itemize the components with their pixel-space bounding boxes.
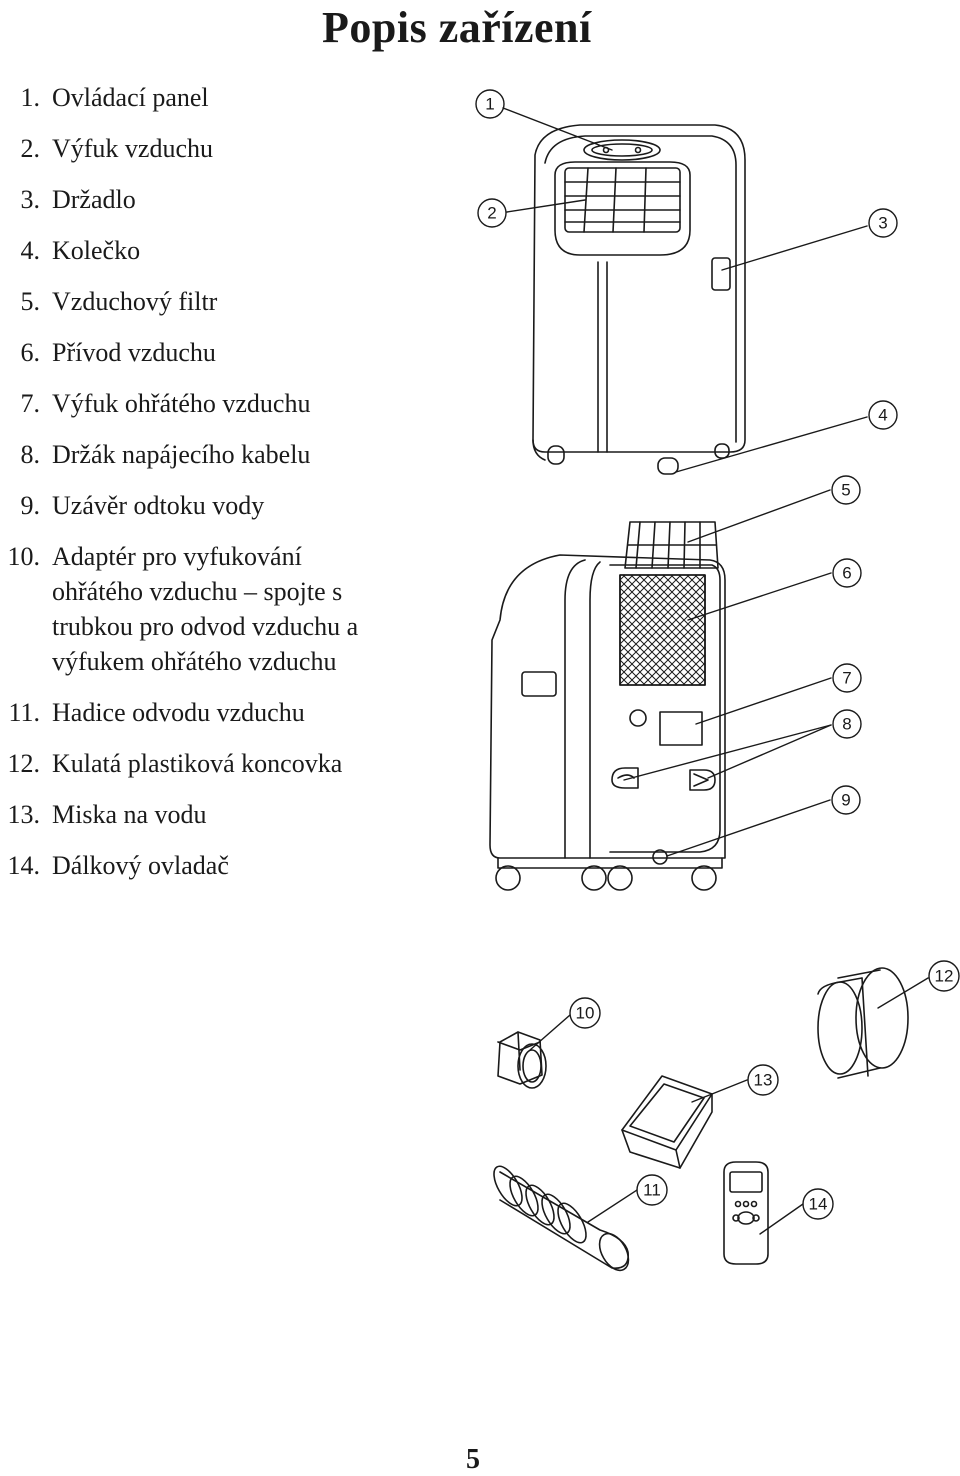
callout-7: 7 [842,669,851,688]
item-number: 3. [20,185,41,214]
item-label: Výfuk vzduchu [52,134,214,163]
list-item: 10. Adaptér pro vyfukování ohřátého vzduc… [0,539,420,679]
air-filter [624,521,719,569]
callout-circles [475,89,960,1220]
callout-3: 3 [878,214,887,233]
leader-lines [502,107,929,1235]
list-item: 4. Kolečko [0,233,420,268]
air-hose [493,1165,630,1272]
item-label: Miska na vodu [52,800,207,829]
callout-4: 4 [878,406,887,425]
item-number: 7. [20,389,41,418]
callout-8: 8 [842,715,851,734]
list-item: 7. Výfuk ohřátého vzduchu [0,386,420,421]
list-item: 14. Dálkový ovladač [0,848,420,883]
hot-air-outlet [659,711,703,746]
item-label: Kolečko [52,236,141,265]
drain-plug [652,849,668,865]
page-number: 5 [466,1444,480,1475]
item-label: Kulatá plastiková koncovka [52,749,343,778]
item-number: 14. [7,851,41,880]
callout-6: 6 [842,564,851,583]
item-label: Uzávěr odtoku vody [52,491,265,520]
item-label: Držadlo [52,185,136,214]
list-item: 5. Vzduchový filtr [0,284,420,319]
list-item: 13. Miska na vodu [0,797,420,832]
item-label: Výfuk ohřátého vzduchu [52,389,311,418]
item-number: 4. [20,236,41,265]
list-item: 11. Hadice odvodu vzduchu [0,695,420,730]
parts-list: 1. Ovládací panel 2. Výfuk vzduchu 3. Držad… [0,80,420,899]
item-number: 10. [7,542,41,571]
list-item: 3. Držadlo [0,182,420,217]
item-label: Adaptér pro vyfukování ohřátého vzduchu … [52,542,359,676]
item-number: 9. [20,491,41,520]
callout-10: 10 [576,1004,595,1023]
item-number: 8. [20,440,41,469]
callout-2: 2 [487,204,496,223]
item-number: 5. [20,287,41,316]
callout-13: 13 [754,1071,773,1090]
list-item: 2. Výfuk vzduchu [0,131,420,166]
item-number: 12. [7,749,41,778]
air-outlet-grille [564,167,681,233]
callout-1: 1 [485,95,494,114]
air-intake-grille [619,574,706,686]
item-label: Ovládací panel [52,83,209,112]
rear-unit [489,521,726,891]
list-item: 9. Uzávěr odtoku vody [0,488,420,523]
item-label: Držák napájecího kabelu [52,440,311,469]
list-item: 8. Držák napájecího kabelu [0,437,420,472]
callout-12: 12 [935,967,954,986]
control-panel [583,139,661,161]
item-number: 2. [20,134,41,163]
item-label: Dálkový ovladač [52,851,229,880]
item-number: 13. [7,800,41,829]
front-unit [532,124,746,475]
adapter-accessory [497,1031,547,1089]
item-number: 6. [20,338,41,367]
page-title: Popis zařízení [322,3,592,52]
callout-11: 11 [643,1181,661,1200]
item-label: Hadice odvodu vzduchu [52,698,305,727]
round-end-cap [817,967,909,1079]
callout-14: 14 [809,1195,828,1214]
water-tray [621,1075,713,1169]
cable-holder [611,767,639,789]
remote-control [723,1161,769,1265]
callout-5: 5 [841,481,850,500]
list-item: 1. Ovládací panel [0,80,420,115]
item-label: Přívod vzduchu [52,338,216,367]
item-number: 11. [8,698,40,727]
callout-9: 9 [841,791,850,810]
list-item: 12. Kulatá plastiková koncovka [0,746,420,781]
list-item: 6. Přívod vzduchu [0,335,420,370]
item-number: 1. [20,83,41,112]
item-label: Vzduchový filtr [52,287,218,316]
side-handle [711,257,731,291]
